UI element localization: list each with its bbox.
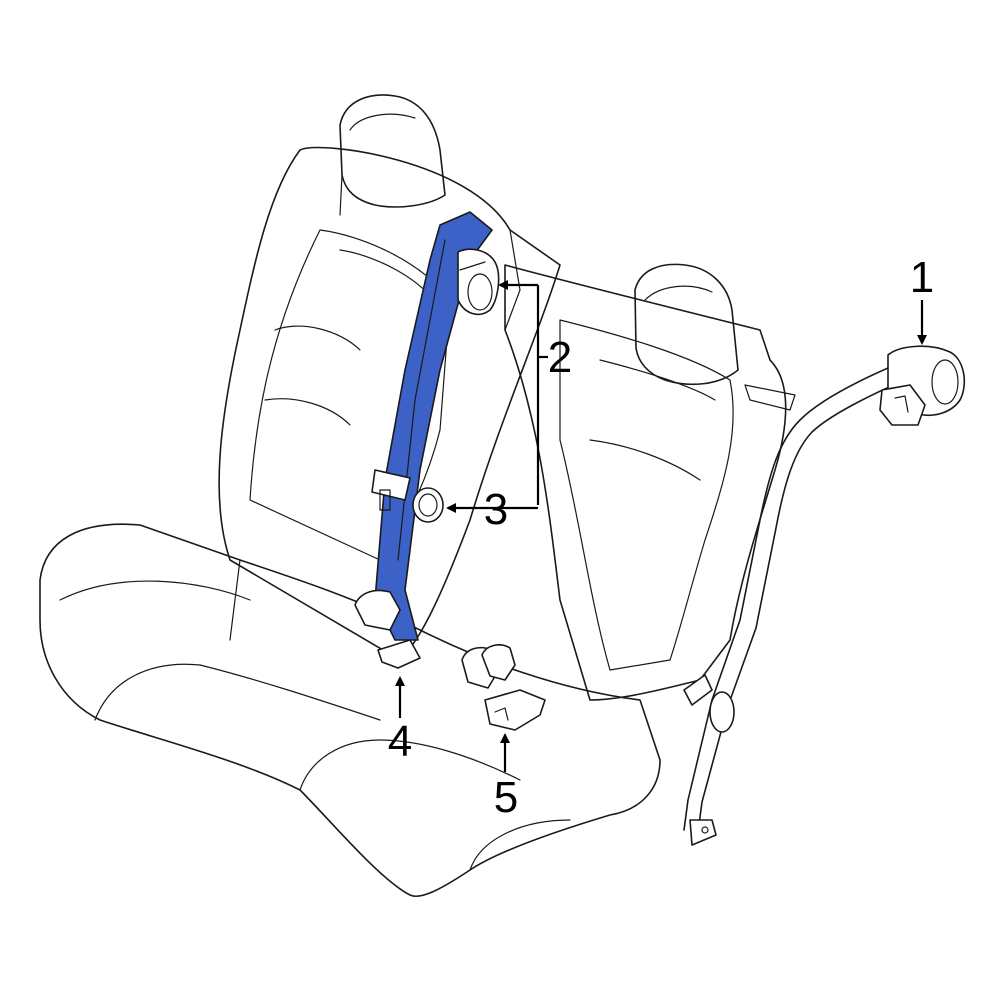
right-headrest: [634, 263, 739, 386]
center-buckle: [461, 644, 546, 731]
callout-labels: 1 2 3 4 5: [388, 253, 934, 822]
callout-2-label: 2: [548, 333, 572, 382]
left-headrest: [339, 94, 446, 216]
callout-3-label: 3: [484, 485, 508, 534]
callout-leaders: [395, 280, 927, 772]
callout-1-label: 1: [910, 253, 934, 302]
callout-5-label: 5: [494, 773, 518, 822]
seat-cushion: [39, 523, 661, 897]
center-belt-retractor: [457, 248, 500, 316]
center-belt-guide: [371, 469, 411, 511]
outer-belt-retractor: [879, 345, 966, 426]
callout-4-label: 4: [388, 717, 412, 766]
center-belt-tongue: [354, 589, 421, 669]
right-seat-back: [504, 264, 796, 701]
center-belt-webbing: [374, 211, 493, 641]
outer-belt-webbing: [683, 364, 906, 846]
left-seat-back: [218, 146, 561, 661]
grommet: [412, 487, 444, 523]
